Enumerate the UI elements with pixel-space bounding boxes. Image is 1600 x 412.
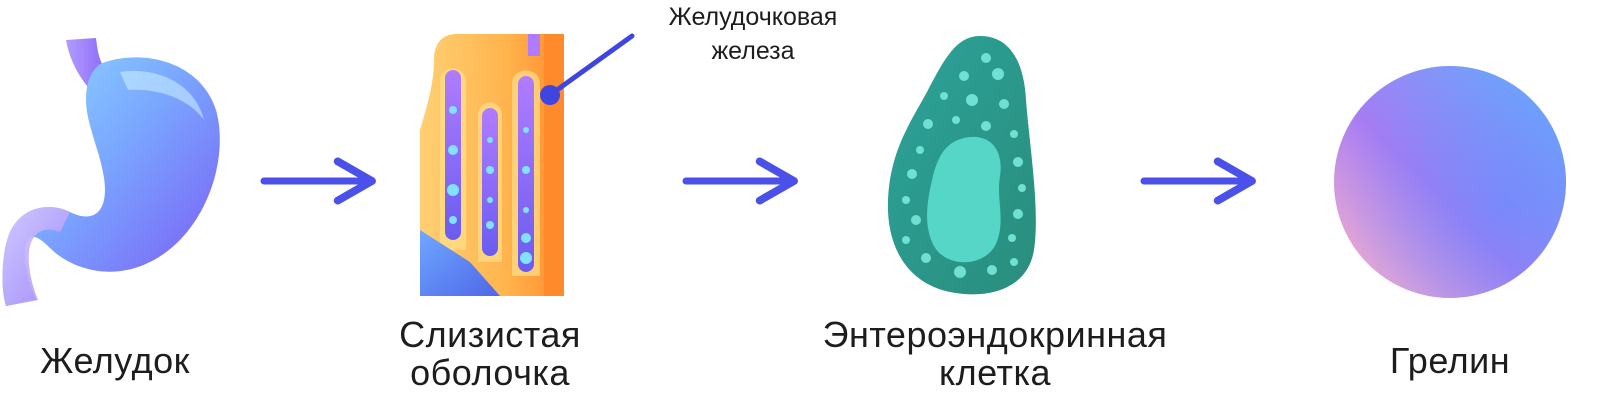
mucosa-illustration [420,33,635,296]
ghrelin-illustration [1334,66,1566,298]
caption-stomach: Желудок [10,342,220,380]
mucosa-base-shape [420,230,500,296]
stomach-illustration [2,38,220,306]
caption-mucosa-line2: оболочка [410,352,570,393]
gland-granules [447,106,532,264]
callout-label-line2: железа [711,37,795,65]
stomach-highlight [120,70,204,120]
caption-enteroendocrine-line1: Энтероэндокринная [822,314,1168,355]
enteroendocrine-cell-illustration [887,36,1036,295]
callout-leader-line [547,33,635,98]
caption-enteroendocrine-line2: клетка [938,352,1052,393]
callout-label: Желудочковая железа [628,0,878,68]
caption-ghrelin-text: Грелин [1389,340,1511,381]
mucosa-right-band [544,34,564,296]
callout-pointer-dot [540,85,560,105]
gastric-gland-2 [482,108,498,256]
cell-nucleus-shape [927,136,1001,263]
caption-enteroendocrine: Энтероэндокринная клетка [780,316,1210,392]
caption-ghrelin: Грелин [1360,342,1540,380]
stomach-body-shape [2,57,220,306]
caption-stomach-text: Желудок [40,340,190,381]
caption-mucosa: Слизистая оболочка [370,316,610,392]
duodenum-shape [2,206,70,306]
secretory-granules [902,53,1026,278]
caption-mucosa-line1: Слизистая [399,314,581,355]
ghrelin-sphere-shade [1334,66,1566,298]
callout-label-line1: Желудочковая [668,3,838,31]
mucosa-top-purple [528,34,540,56]
